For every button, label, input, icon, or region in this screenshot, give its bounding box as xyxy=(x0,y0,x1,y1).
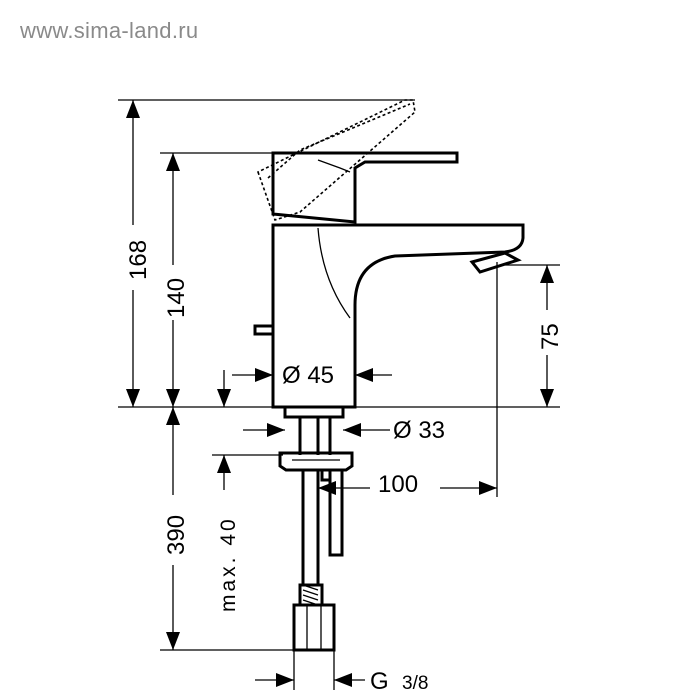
dimension-label-140: 140 xyxy=(163,278,190,318)
dimension-168: 168 xyxy=(118,99,415,407)
dimension-label-thread-g: G xyxy=(370,668,389,695)
dimension-label-75: 75 xyxy=(537,323,564,350)
dimension-label-max-40: max. 40 xyxy=(217,516,240,612)
dimension-75: 75 xyxy=(505,264,564,407)
dimension-140: 140 xyxy=(160,152,273,407)
lever-handle-open-position xyxy=(257,99,416,221)
dimension-diameter-33: Ø 33 xyxy=(243,417,445,444)
dimension-diameter-45: Ø 45 xyxy=(232,362,392,389)
dimension-390: 390 xyxy=(160,407,294,651)
pop-up-rod xyxy=(253,324,275,336)
dimension-max-40: max. 40 xyxy=(212,370,283,612)
dimension-label-390: 390 xyxy=(163,515,190,555)
dimension-label-168: 168 xyxy=(125,240,152,280)
supply-hose xyxy=(292,470,336,652)
dimension-label-diameter-33: Ø 33 xyxy=(393,417,445,444)
dimension-label-thread-size: 3/8 xyxy=(402,673,428,694)
dimension-thread: G 3/8 xyxy=(255,650,428,695)
dimension-label-100: 100 xyxy=(378,471,418,498)
dimension-100: 100 xyxy=(318,262,498,498)
watermark-text: www.sima-land.ru xyxy=(20,18,199,43)
mounting-shank xyxy=(278,405,354,557)
dimension-label-diameter-45: Ø 45 xyxy=(282,362,334,389)
faucet-body xyxy=(271,223,525,409)
